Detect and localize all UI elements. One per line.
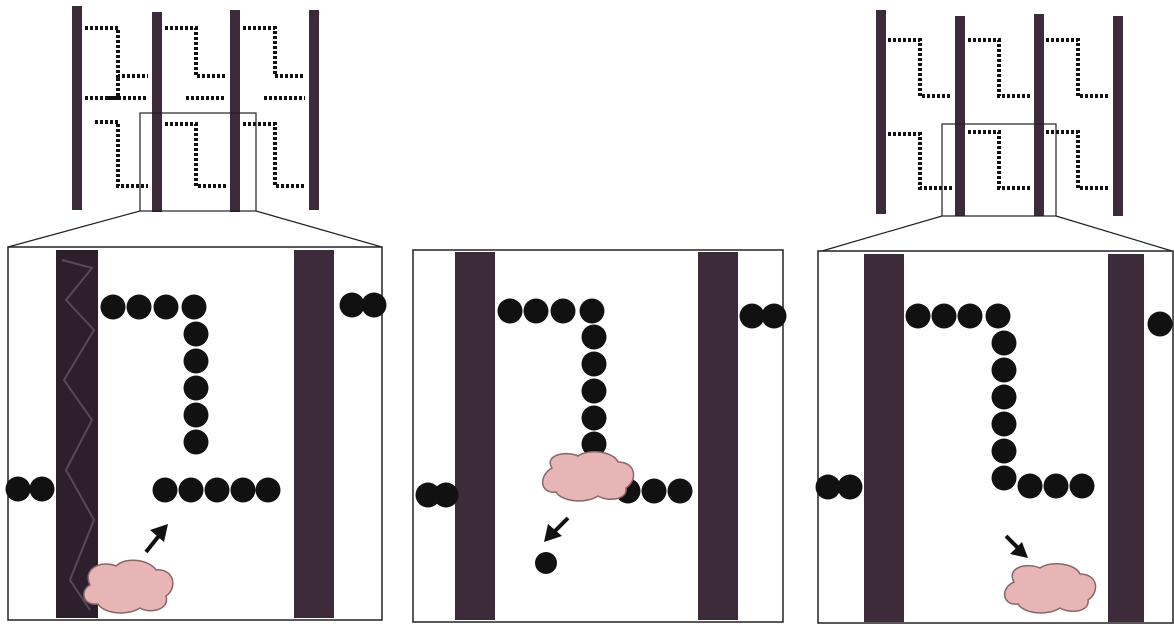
chain-bead — [127, 295, 152, 320]
membrane-bar — [152, 12, 162, 212]
chain-bead — [838, 475, 863, 500]
chain-strand — [165, 28, 226, 76]
chain-bead — [182, 295, 207, 320]
chain-bead — [6, 477, 31, 502]
zoom-line-right — [1056, 216, 1172, 251]
chain-bead — [992, 412, 1017, 437]
chain-bead — [992, 466, 1017, 491]
chain-bead — [582, 406, 607, 431]
chain-bead — [986, 304, 1011, 329]
chain-bead — [30, 477, 55, 502]
released-bead — [535, 552, 557, 574]
chain-bead — [1148, 312, 1173, 337]
chain-bead — [362, 293, 387, 318]
overview-right-chains — [888, 40, 1110, 188]
chain-bead — [184, 349, 209, 374]
chain-bead — [256, 478, 281, 503]
chain-bead — [1070, 474, 1095, 499]
chain-bead — [231, 478, 256, 503]
chain-bead — [580, 299, 605, 324]
chain-bead — [1044, 474, 1069, 499]
chain-bead — [582, 352, 607, 377]
chain-strand — [968, 40, 1031, 96]
membrane-right — [698, 252, 738, 620]
chain-bead — [434, 483, 459, 508]
panel-3 — [816, 251, 1174, 623]
chain-bead — [498, 299, 523, 324]
chain-bead — [179, 478, 204, 503]
chain-bead — [642, 479, 667, 504]
chain-bead — [992, 331, 1017, 356]
chain-bead — [668, 479, 693, 504]
chain-strand — [243, 28, 305, 76]
chain-bead — [101, 295, 126, 320]
membrane-right — [294, 250, 334, 618]
chain-bead — [154, 295, 179, 320]
zoom-line-right — [256, 211, 382, 247]
membrane-left — [455, 252, 495, 620]
overview-right — [822, 10, 1172, 251]
overview-left-chains — [85, 28, 305, 186]
membrane-bar — [955, 16, 965, 216]
chain-bead — [340, 293, 365, 318]
chain-bead — [816, 475, 841, 500]
chain-strand — [85, 76, 118, 98]
membrane-bar — [1034, 14, 1044, 216]
overview-left-membranes — [72, 6, 319, 212]
chain-bead — [582, 379, 607, 404]
membrane-left — [864, 254, 904, 622]
zoom-line-left — [8, 211, 140, 247]
chain-bead — [524, 299, 549, 324]
chain-bead — [740, 304, 765, 329]
membrane-bar — [1113, 16, 1123, 216]
chain-bead — [153, 478, 178, 503]
membrane-right — [1108, 254, 1144, 622]
chain-bead — [906, 304, 931, 329]
chain-strand — [1046, 40, 1110, 96]
panel-1 — [6, 247, 387, 620]
chain-strand — [888, 40, 952, 96]
chain-bead — [992, 385, 1017, 410]
membrane-bar — [309, 10, 319, 210]
chain-strand — [85, 28, 148, 76]
chain-bead — [992, 439, 1017, 464]
chain-strand — [243, 124, 305, 186]
chain-strand — [165, 124, 226, 186]
chain-bead — [184, 376, 209, 401]
chain-bead — [762, 304, 787, 329]
chain-bead — [184, 430, 209, 455]
chain-bead — [551, 299, 576, 324]
chain-bead — [992, 358, 1017, 383]
chain-bead — [184, 322, 209, 347]
chain-bead — [184, 403, 209, 428]
chain-bead — [582, 325, 607, 350]
chain-bead — [205, 478, 230, 503]
chain-bead — [1018, 474, 1043, 499]
membrane-bar — [72, 6, 82, 210]
membrane-bar — [876, 10, 886, 214]
zoom-line-left — [822, 216, 942, 251]
chain-bead — [958, 304, 983, 329]
overview-left — [8, 6, 382, 247]
membrane-bar — [230, 10, 240, 212]
panel-2 — [413, 250, 787, 622]
chain-bead — [932, 304, 957, 329]
chain-strand — [968, 132, 1031, 188]
